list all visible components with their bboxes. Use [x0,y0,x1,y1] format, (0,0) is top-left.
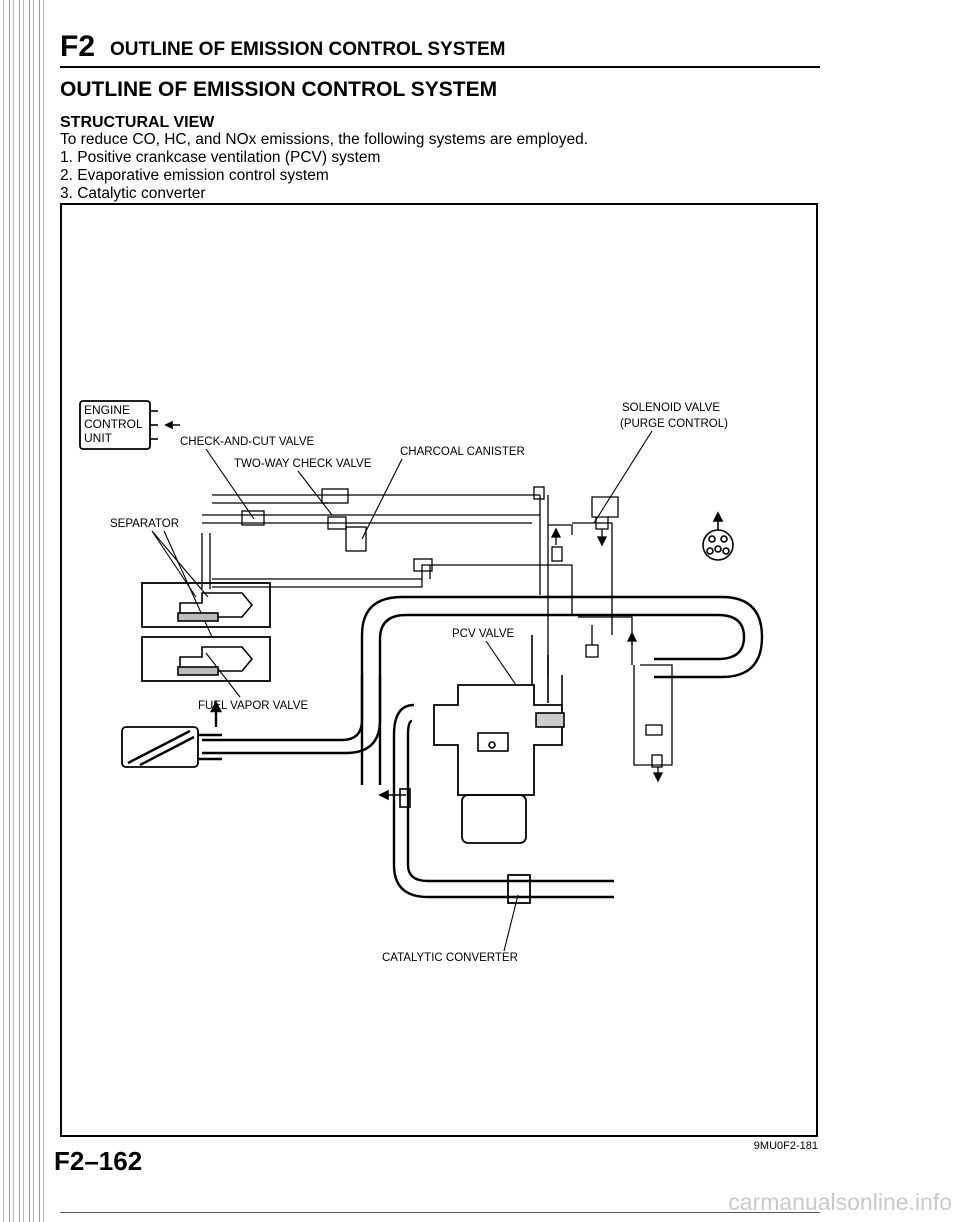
diagram-canvas: ENGINE CONTROL UNIT CHECK-AND-CUT VALVE … [79,400,764,964]
engine-block [433,635,565,844]
exhaust-pipe [121,675,614,904]
pcv-valve-label: PCV VALVE [452,628,515,640]
separator-assembly [141,582,271,682]
list-item: 3. Catalytic converter [60,185,206,202]
ecu-label-line3: UNIT [84,431,113,445]
ecu-label-line2: CONTROL [84,417,143,431]
purge-circuit [578,616,673,783]
check-and-cut-valve-label: CHECK-AND-CUT VALVE [180,436,315,448]
solenoid-valve-sublabel: (PURGE CONTROL) [620,418,728,430]
systems-list: 1. Positive crankcase ventilation (PCV) … [60,149,380,203]
solenoid-valve-label: SOLENOID VALVE [622,402,720,414]
intro-text: To reduce CO, HC, and NOx emissions, the… [60,131,589,148]
structural-diagram: ENGINE CONTROL UNIT CHECK-AND-CUT VALVE … [60,203,818,1137]
leader-lines [151,430,653,952]
ecu-box: ENGINE CONTROL UNIT [79,400,180,450]
watermark: carmanualsonline.info [728,1189,952,1215]
fuel-vapor-valve-label: FUEL VAPOR VALVE [198,700,308,712]
vapor-lines [201,486,619,675]
page-title: OUTLINE OF EMISSION CONTROL SYSTEM [60,78,498,101]
page-header: F2 OUTLINE OF EMISSION CONTROL SYSTEM [60,30,820,68]
separator-label: SEPARATOR [110,518,179,530]
figure-id: 9MU0F2-181 [753,1140,818,1152]
page-number: F2–162 [54,1146,143,1176]
section-name: OUTLINE OF EMISSION CONTROL SYSTEM [110,39,506,60]
catalytic-converter-label: CATALYTIC CONVERTER [382,952,518,964]
list-item: 1. Positive crankcase ventilation (PCV) … [60,149,381,166]
list-item: 2. Evaporative emission control system [60,167,329,184]
subheading: STRUCTURAL VIEW [60,114,215,131]
two-way-check-valve-label: TWO-WAY CHECK VALVE [234,458,372,470]
charcoal-canister-label: CHARCOAL CANISTER [400,446,525,458]
intake-loop [360,595,764,785]
distributor [702,511,734,561]
pcv-arrow [378,788,411,808]
binding-edge [0,0,46,1222]
section-code: F2 [60,30,96,63]
arrow-icon [164,420,180,430]
footer-rule [60,1212,820,1213]
ecu-label-line1: ENGINE [84,403,130,417]
